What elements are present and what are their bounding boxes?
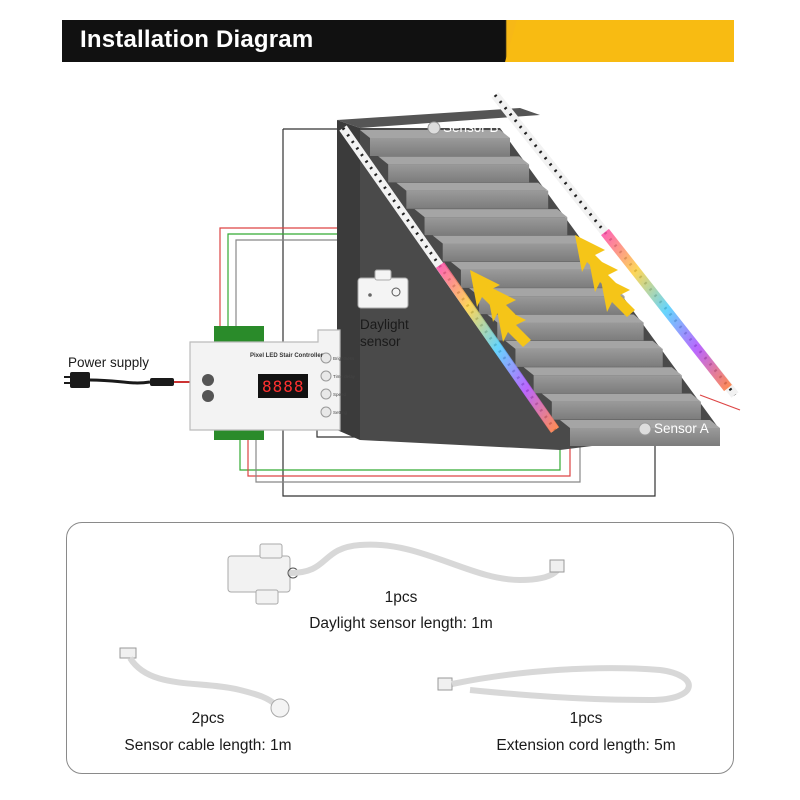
stair-step-top — [523, 367, 682, 376]
controller-btn-label-2: Time delay — [333, 374, 356, 379]
sensor-cable-length: Sensor cable length: 1m — [124, 737, 292, 754]
controller-btn-label-1: Brightness — [333, 356, 355, 361]
stair-step-riser — [370, 138, 510, 156]
sensor-b-label: Sensor B — [443, 120, 499, 135]
sensor-cable-qty: 2pcs — [191, 710, 225, 727]
sensor-b-dot — [427, 121, 441, 135]
controller-title: Pixel LED Stair Controller — [250, 353, 324, 359]
stair-step-riser — [570, 428, 720, 446]
daylight-sensor-length: Daylight sensor length: 1m — [309, 615, 493, 632]
power-supply-label: Power supply — [68, 355, 150, 370]
motion-arrows — [470, 235, 635, 347]
stair-step-riser — [479, 296, 625, 315]
page-title: Installation Diagram — [80, 26, 314, 53]
stair-step-top — [450, 261, 606, 270]
title-banner-accent — [505, 20, 734, 62]
stair-step-riser — [497, 322, 644, 341]
stair-step-top — [378, 156, 530, 165]
stair-step-top — [560, 420, 720, 428]
stair-step-top — [469, 288, 625, 297]
daylight-sensor-label: Daylight sensor — [360, 317, 409, 349]
controller-btn-label-4: Setting — [333, 410, 348, 415]
stair-step-riser — [515, 348, 663, 367]
stair-step-top — [414, 209, 568, 218]
stair-step-top — [505, 340, 663, 349]
stair-step-riser — [388, 164, 530, 183]
controller-display: 8888 — [262, 377, 305, 396]
led-strip-left — [339, 125, 560, 433]
stair-step-riser — [551, 401, 701, 420]
stair-step-riser — [460, 269, 606, 288]
controller-btn-label-3: Speed — [333, 392, 347, 397]
daylight-sensor-qty: 1pcs — [384, 589, 418, 606]
extension-cord-qty: 1pcs — [569, 710, 603, 727]
sensor-a-dot — [638, 422, 652, 436]
sensor-a-label: Sensor A — [654, 421, 709, 436]
staircase — [337, 108, 720, 450]
accessories-panel — [66, 522, 734, 774]
daylight-sensor-device — [357, 269, 409, 309]
accessory-sensor-cable — [119, 647, 290, 718]
led-strip-right — [491, 92, 739, 398]
stair-step-riser — [442, 243, 587, 262]
stair-controller — [189, 326, 341, 440]
extension-cord-length: Extension cord length: 5m — [496, 737, 676, 754]
accessory-daylight-sensor — [227, 541, 565, 605]
stair-step-riser — [406, 190, 549, 209]
stair-step-top — [396, 182, 549, 191]
stair-step-top — [487, 314, 644, 323]
stair-step-top — [541, 393, 701, 402]
stair-step-riser — [533, 375, 682, 394]
accessory-extension-cord — [437, 665, 692, 704]
stair-step-top — [432, 235, 587, 244]
power-supply-adapter — [64, 372, 192, 388]
stair-step-riser — [424, 217, 568, 236]
